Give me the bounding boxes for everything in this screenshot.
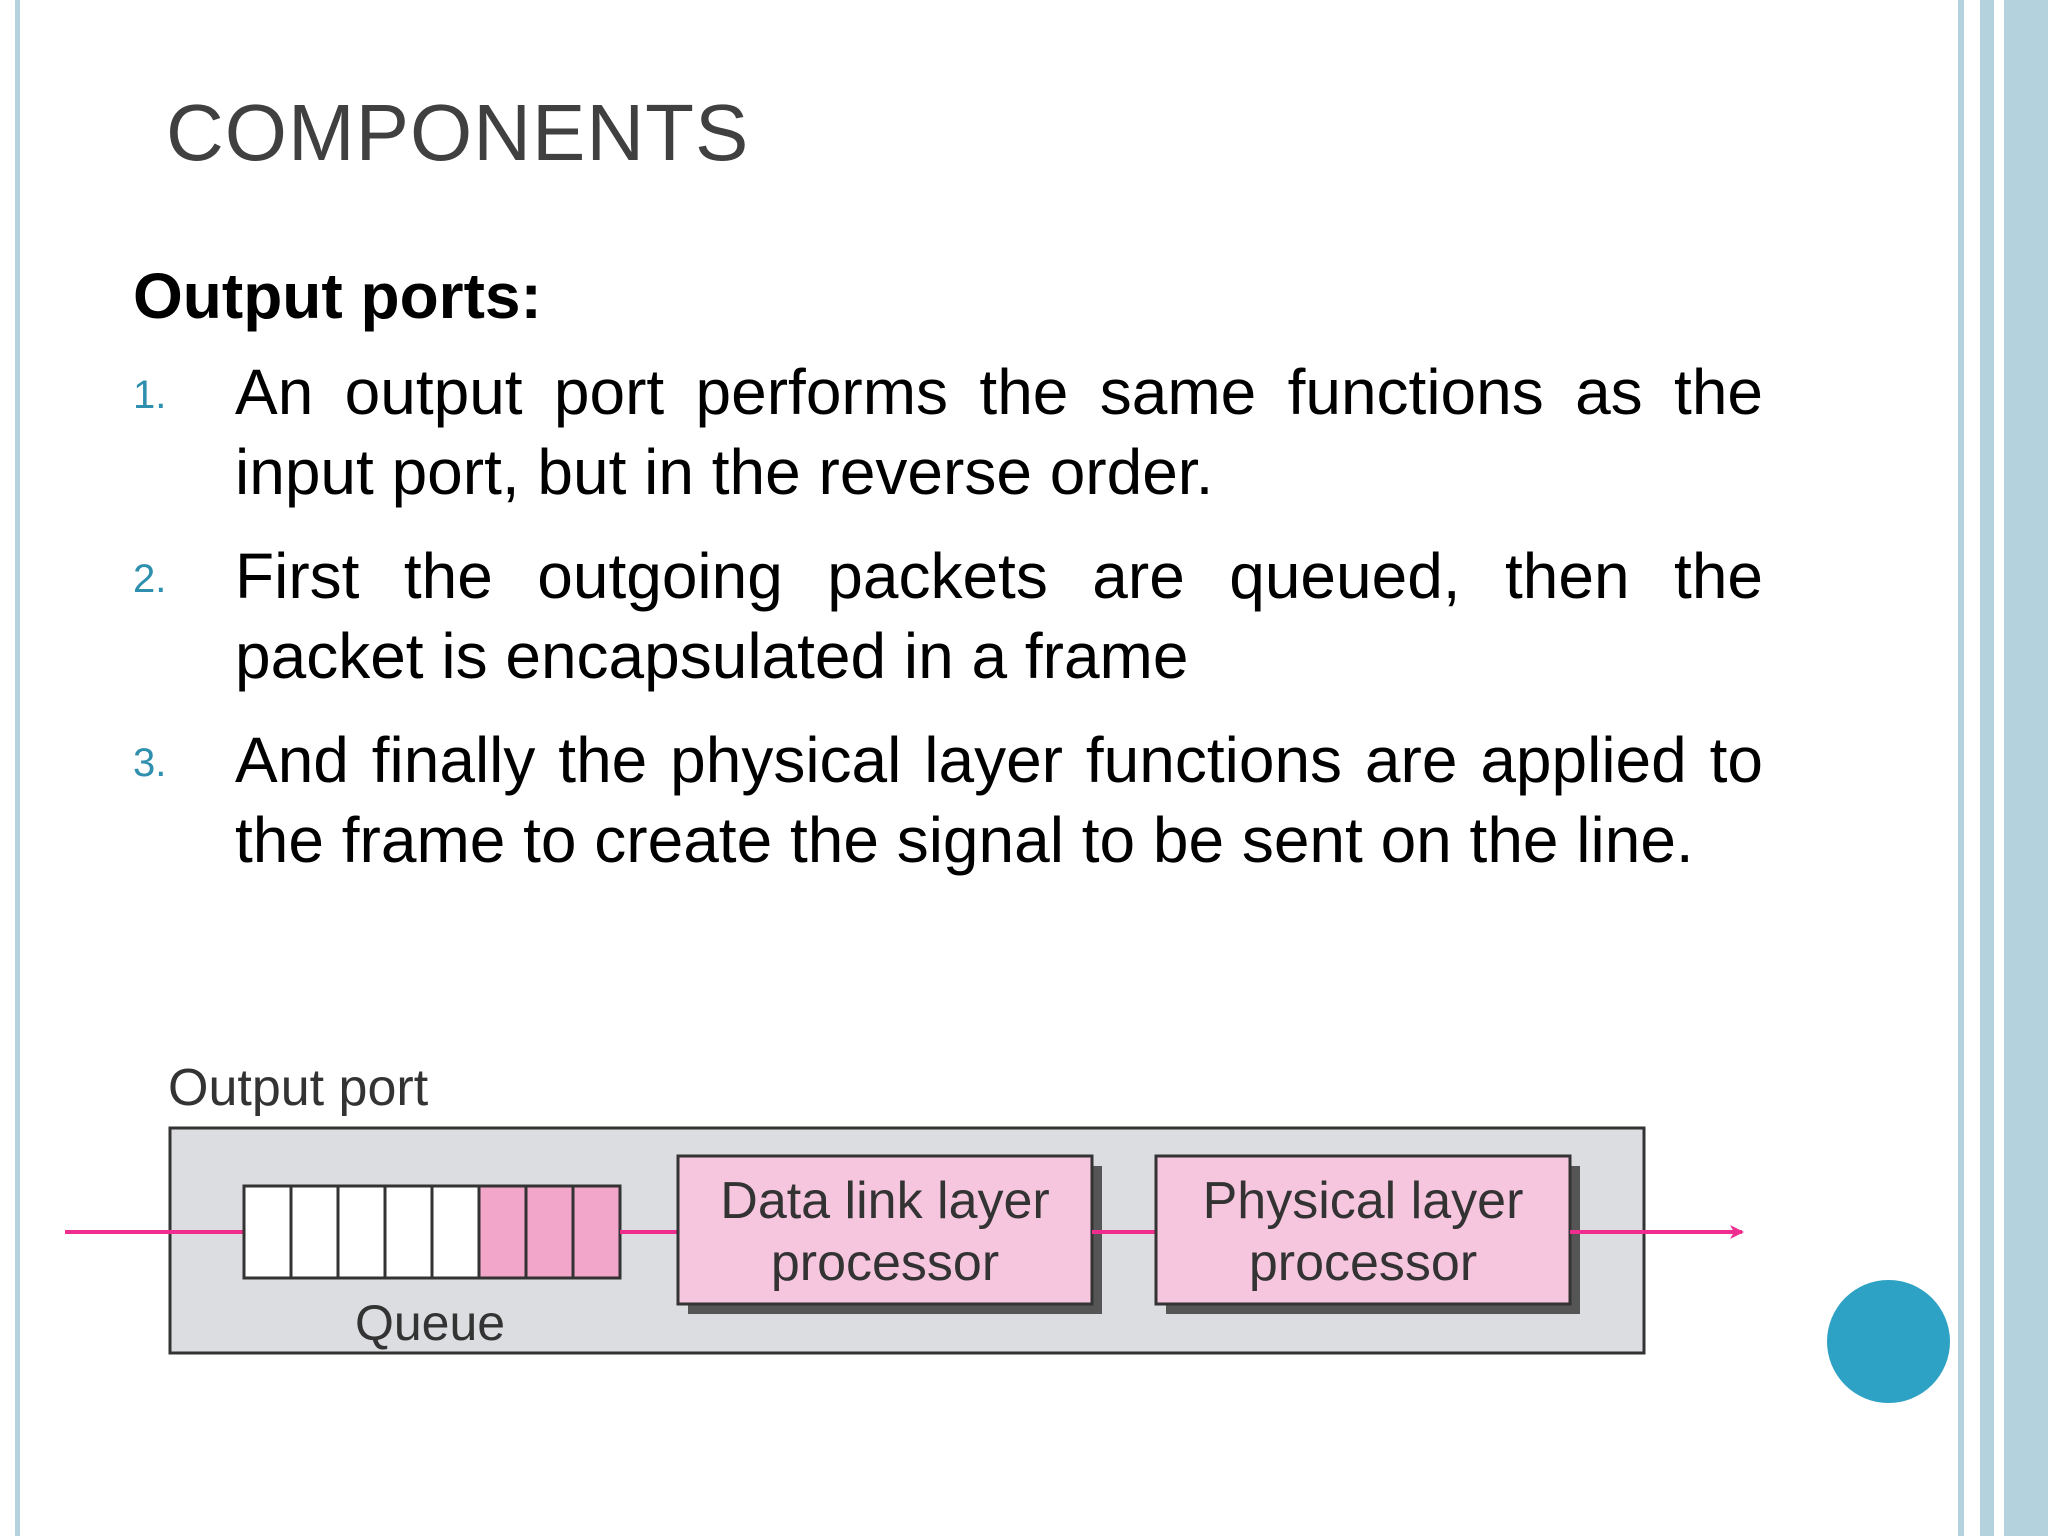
data-link-processor-line1: Data link layer	[720, 1172, 1049, 1230]
list-item-text: An output port performs the same functio…	[235, 356, 1763, 508]
list-item: 3. And finally the physical layer functi…	[133, 720, 1763, 880]
list-item-number: 2.	[133, 557, 167, 601]
physical-processor-line2: processor	[1249, 1234, 1477, 1292]
queue-slot-empty	[242, 1184, 293, 1280]
list-item-text: First the outgoing packets are queued, t…	[235, 540, 1763, 692]
output-port-diagram: Output port Queue Data link layer proces…	[60, 1050, 1760, 1370]
list-item-number: 1.	[133, 373, 167, 417]
list-item: 1. An output port performs the same func…	[133, 352, 1763, 512]
decorative-circle	[1827, 1280, 1950, 1403]
queue-slot-filled	[524, 1184, 575, 1280]
diagram-label: Output port	[168, 1059, 429, 1117]
data-link-processor-line2: processor	[771, 1234, 999, 1292]
output-port-diagram-svg: Output port Queue Data link layer proces…	[65, 1059, 1744, 1355]
queue-slot-empty	[383, 1184, 434, 1280]
physical-processor-box	[1154, 1154, 1572, 1306]
right-decorative-stripes	[1958, 0, 2048, 1536]
queue-slot-filled	[477, 1184, 528, 1280]
queue	[242, 1184, 622, 1280]
queue-slot-empty	[336, 1184, 387, 1280]
slide-title: COMPONENTS	[166, 88, 750, 177]
queue-slot-empty	[289, 1184, 340, 1280]
list-item-text: And finally the physical layer functions…	[235, 724, 1763, 876]
numbered-list: 1. An output port performs the same func…	[133, 352, 1763, 904]
list-item: 2. First the outgoing packets are queued…	[133, 536, 1763, 696]
left-border-line	[15, 0, 20, 1536]
list-item-number: 3.	[133, 741, 167, 785]
queue-slot-empty	[430, 1184, 481, 1280]
queue-slot-filled	[571, 1184, 622, 1280]
queue-label: Queue	[355, 1295, 505, 1351]
section-heading: Output ports:	[133, 260, 542, 332]
physical-processor-line1: Physical layer	[1203, 1172, 1524, 1230]
data-link-processor-box	[676, 1154, 1094, 1306]
